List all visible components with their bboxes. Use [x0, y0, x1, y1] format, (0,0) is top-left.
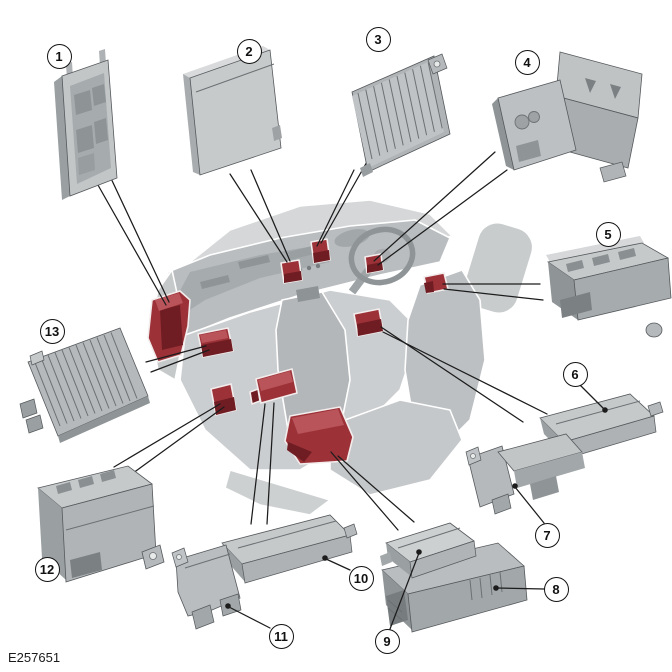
module-7-illustration [465, 433, 585, 515]
car-stack-knob-2 [306, 265, 312, 271]
callout-7: 7 [534, 522, 560, 548]
leader-lines-modules-8-9 [330, 451, 415, 531]
leader-lines-module-3 [316, 159, 369, 247]
red-location-floor-left [210, 383, 237, 416]
callout-4: 4 [514, 49, 540, 75]
callout-1: 1 [46, 43, 72, 69]
car-dash-vent-1 [238, 255, 270, 269]
red-location-kick-panel [197, 327, 234, 358]
leader-lines-module-5 [442, 283, 544, 301]
callout-2: 2 [236, 38, 262, 64]
module-leader-lines [93, 151, 548, 531]
module-1-illustration [54, 49, 118, 200]
callout-3: 3 [365, 26, 391, 52]
module-8-illustration [381, 542, 528, 633]
red-location-console-rear [284, 406, 354, 465]
red-location-dash-upper [310, 238, 331, 264]
callout-leader-8 [493, 585, 545, 591]
car-shifter [296, 286, 320, 302]
module-13-illustration [19, 327, 150, 443]
callout-11: 11 [268, 623, 294, 649]
callout-8: 8 [543, 576, 569, 602]
module-3-illustration [351, 53, 451, 177]
module-4-illustration [492, 51, 643, 183]
leader-lines-module-12 [113, 403, 225, 477]
callout-leader-lines [225, 384, 608, 630]
callout-6: 6 [562, 361, 588, 387]
module-10-illustration [221, 514, 358, 584]
car-dash-vent-2 [200, 275, 230, 289]
car-center-stack-screen [288, 246, 314, 260]
red-location-steering-column [364, 253, 384, 274]
callout-leader-6 [579, 384, 608, 413]
module-2-illustration [183, 46, 282, 176]
callout-leader-10 [322, 555, 351, 571]
leader-lines-module-13 [145, 345, 210, 373]
callout-5: 5 [595, 221, 621, 247]
callout-13: 13 [39, 318, 65, 344]
module-5-illustration [546, 236, 672, 338]
callout-leader-7 [512, 483, 545, 524]
module-9-illustration [380, 522, 477, 579]
leader-lines-module-4 [373, 151, 508, 266]
leader-lines-modules-10-11 [250, 402, 275, 525]
car-dashboard [159, 219, 451, 339]
leader-lines-module-1 [93, 171, 170, 306]
car-headrest [462, 221, 534, 315]
callout-leader-11 [225, 603, 271, 629]
figure-id-label: E257651 [8, 650, 61, 665]
leader-lines-module-2 [229, 169, 291, 263]
callout-9: 9 [374, 628, 400, 654]
module-11-illustration [171, 544, 242, 630]
red-location-floor-center [249, 368, 298, 405]
callout-12: 12 [34, 556, 60, 582]
red-location-armrest-side [353, 308, 384, 337]
callout-leader-9 [389, 549, 422, 630]
red-location-dash-center [280, 259, 303, 284]
red-location-console-right [423, 272, 449, 294]
car-stack-knob-3 [315, 263, 321, 269]
leader-lines-modules-6-7 [380, 326, 548, 423]
car-rear-sill [224, 469, 331, 516]
callout-10: 10 [348, 565, 374, 591]
